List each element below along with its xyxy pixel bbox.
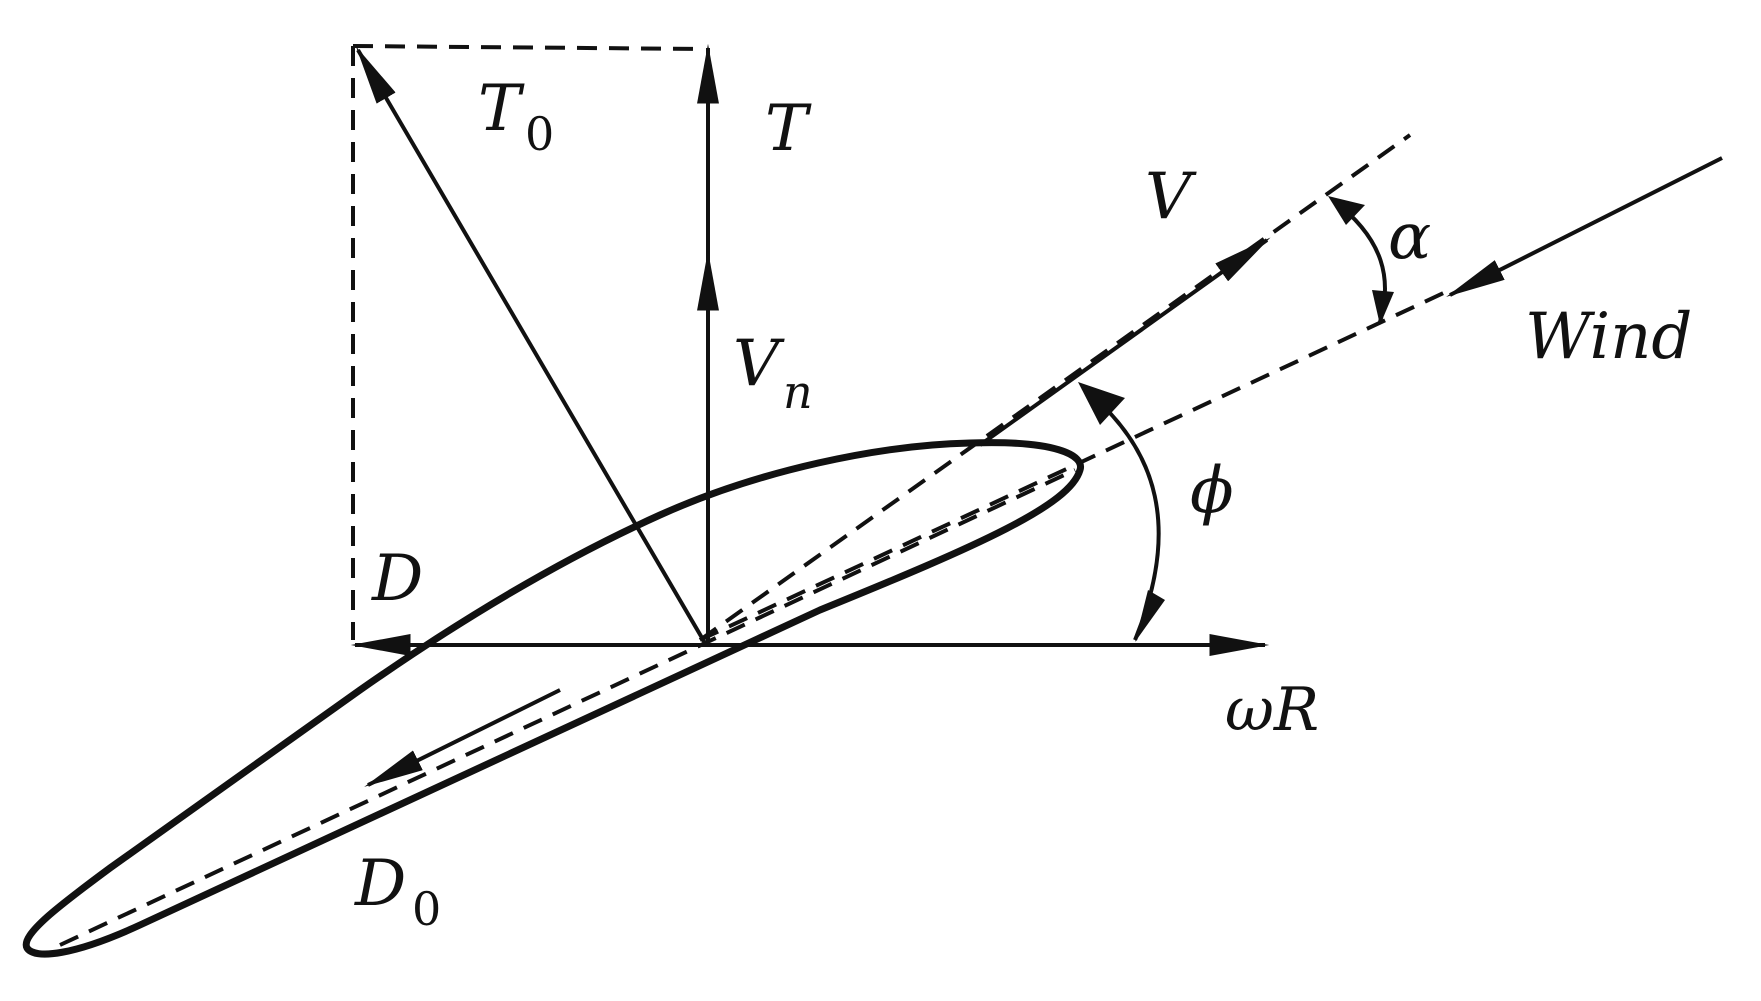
T0-arrow [355,46,707,645]
label-T0-subscript: 0 [525,107,554,161]
wind-direction-line [699,288,1451,642]
label-T0: T [478,72,525,146]
force-rectangle [351,44,706,640]
label-D: D [371,542,423,616]
label-D0-subscript: 0 [412,882,441,936]
phi-arc-arrowhead-bottom [1135,590,1165,642]
D0-arrow [364,688,561,787]
label-alpha: α [1388,200,1431,274]
label-Vn: V [733,327,785,401]
label-Vn-subscript: n [783,365,813,419]
label-D0: D [354,847,406,921]
label-phi: ϕ [1190,454,1234,528]
wind-line [1446,156,1723,297]
label-wind: Wind [1525,300,1692,374]
phi-arc-arrowhead-top [1078,382,1125,425]
label-omega-R: ωR [1225,675,1319,745]
alpha-arc-arrowhead-top [1328,196,1365,225]
airfoil-outline [22,439,1084,958]
alpha-arc-arrowhead-bottom [1372,290,1394,325]
relative-velocity-line [698,133,1412,642]
rectangle-top-edge [352,44,706,51]
chord-line [59,468,1076,947]
label-T: T [765,92,812,166]
V-arrow [978,237,1271,447]
label-V: V [1145,160,1197,234]
